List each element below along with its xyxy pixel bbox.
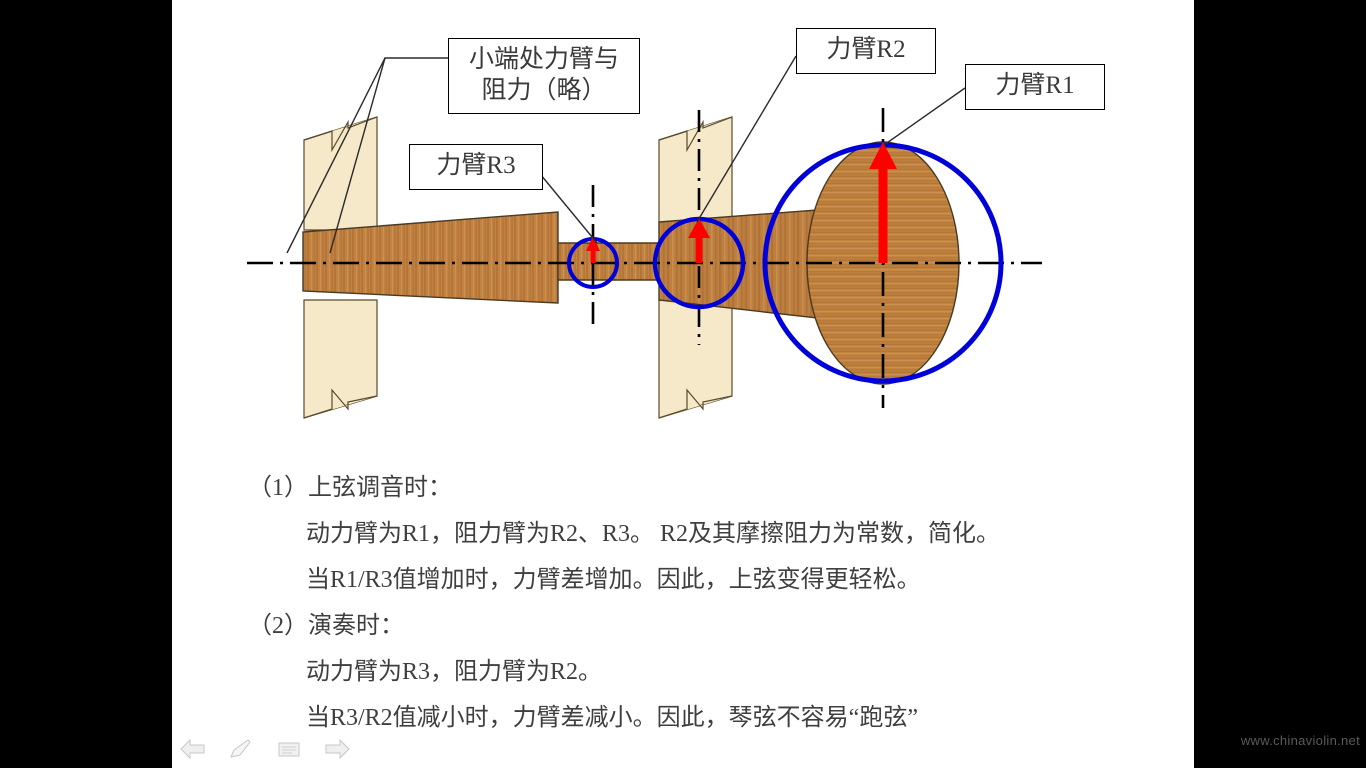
slide-menu-icon[interactable] bbox=[276, 738, 302, 760]
callout-arm-r2[interactable]: 力臂R2 bbox=[796, 28, 936, 74]
body-line: 当R1/R3值增加时，力臂差增加。因此，上弦变得更轻松。 bbox=[306, 567, 921, 593]
callout-arm-r3[interactable]: 力臂R3 bbox=[409, 144, 543, 190]
body-line: （1）上弦调音时： bbox=[248, 475, 452, 501]
body-line: 动力臂为R1，阻力臂为R2、R3。 R2及其摩擦阻力为常数，简化。 bbox=[306, 521, 1001, 547]
left-arrow-icon[interactable] bbox=[180, 738, 206, 760]
slide-canvas: 小端处力臂与 阻力（略） 力臂R3 力臂R2 力臂R1 （1）上弦调音时： 动力… bbox=[172, 0, 1194, 768]
body-line: 动力臂为R3，阻力臂为R2。 bbox=[306, 659, 603, 685]
body-line: 当R3/R2值减小时，力臂差减小。因此，琴弦不容易“跑弦” bbox=[306, 705, 918, 731]
presentation-control-bar bbox=[180, 738, 350, 760]
slide-body-text: （1）上弦调音时： 动力臂为R1，阻力臂为R2、R3。 R2及其摩擦阻力为常数，… bbox=[172, 465, 1194, 741]
pen-icon[interactable] bbox=[228, 738, 254, 760]
callout-arm-r1[interactable]: 力臂R1 bbox=[965, 64, 1105, 110]
callout-small-end[interactable]: 小端处力臂与 阻力（略） bbox=[448, 38, 640, 114]
site-watermark: www.chinaviolin.net bbox=[1240, 733, 1360, 748]
right-arrow-icon[interactable] bbox=[324, 738, 350, 760]
body-line: （2）演奏时： bbox=[248, 613, 404, 639]
peg-lever-diagram bbox=[247, 55, 1042, 419]
